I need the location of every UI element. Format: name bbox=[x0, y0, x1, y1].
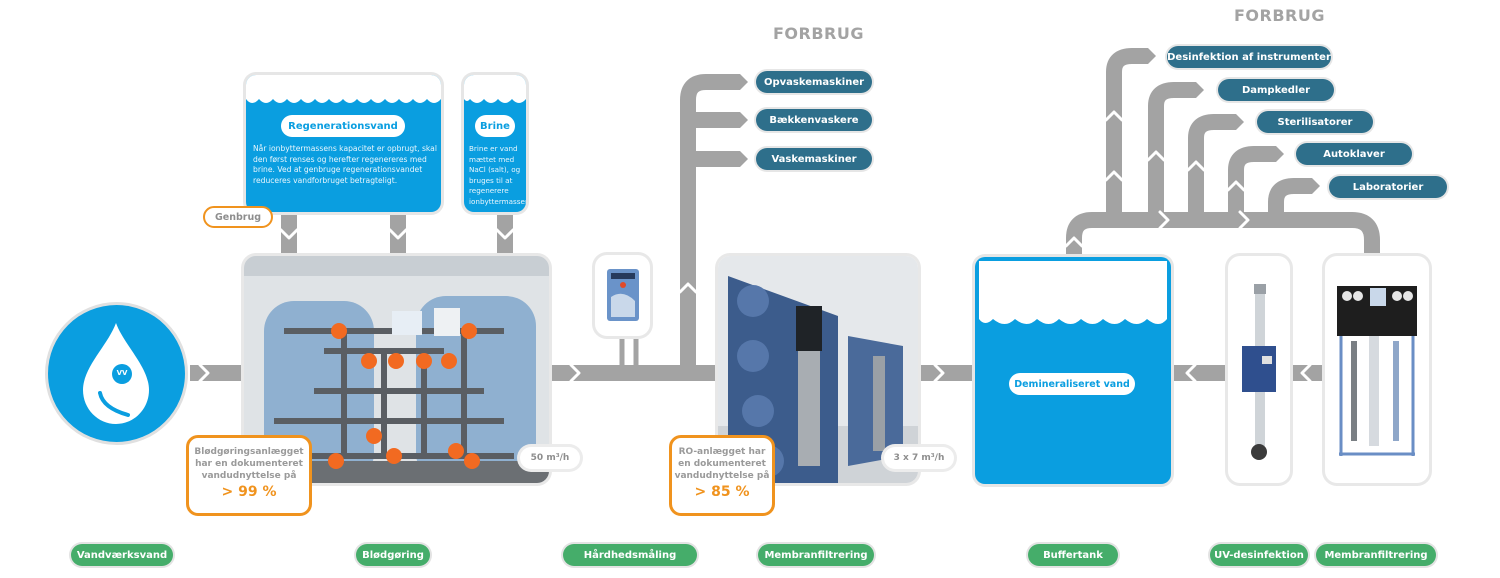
flow-chevron-icon bbox=[1226, 180, 1246, 192]
flow-chevron-icon bbox=[1238, 210, 1250, 230]
pipe-tip bbox=[1312, 178, 1320, 194]
flow-chevron-icon bbox=[933, 363, 945, 383]
softening-callout-pct: > 99 % bbox=[221, 484, 277, 500]
consumer-vaskemaskiner[interactable]: Vaskemaskiner bbox=[756, 148, 872, 170]
wave-icon bbox=[979, 261, 1167, 324]
pipe-tip bbox=[1276, 146, 1284, 162]
flow-chevron-icon bbox=[388, 228, 408, 240]
riser-pipe-consumers-1 bbox=[680, 74, 740, 373]
uv-unit-image bbox=[1228, 256, 1290, 483]
regeneration-info-box: Regenerationsvand Når ionbyttermassens k… bbox=[246, 75, 441, 212]
ro-utilization-callout: RO-anlægget har en dokumenteret vandudny… bbox=[669, 435, 775, 516]
step-blodgoring[interactable]: Blødgøring bbox=[356, 544, 430, 566]
ro-unit-2-image bbox=[1325, 256, 1429, 483]
wave-icon bbox=[464, 75, 526, 103]
step-membranfiltrering-2[interactable]: Membranfiltrering bbox=[1316, 544, 1436, 566]
flow-chevron-icon bbox=[1064, 236, 1084, 248]
ro-callout-text: RO-anlægget har en dokumenteret vandudny… bbox=[674, 447, 770, 481]
flow-chevron-icon bbox=[1104, 110, 1124, 122]
consumer-desinfektion[interactable]: Desinfektion af instrumenter bbox=[1167, 46, 1331, 68]
uv-unit-photo bbox=[1242, 284, 1276, 460]
source-circle: VV bbox=[48, 305, 185, 442]
regeneration-text: Når ionbyttermassens kapacitet er opbrug… bbox=[253, 144, 437, 185]
consumer-opvaskemaskiner[interactable]: Opvaskemaskiner bbox=[756, 71, 872, 93]
pipe-tip bbox=[1148, 48, 1156, 64]
brine-title: Brine bbox=[475, 115, 515, 137]
flow-chevron-icon bbox=[569, 363, 581, 383]
flow-chevron-icon bbox=[495, 228, 515, 240]
softening-utilization-callout: Blødgøringsanlægget har en dokumenteret … bbox=[186, 435, 312, 516]
softening-callout-text: Blødgøringsanlægget har en dokumenteret … bbox=[194, 447, 304, 481]
step-hardhedsmaling[interactable]: Hårdhedsmåling bbox=[563, 544, 697, 566]
pipe-tip bbox=[740, 151, 748, 167]
pipe-tip bbox=[740, 74, 748, 90]
flow-chevron-icon bbox=[1158, 210, 1170, 230]
buffer-tank-label: Demineraliseret vand bbox=[1009, 373, 1135, 395]
consumer-baekkenvaskere[interactable]: Bækkenvaskere bbox=[756, 109, 872, 131]
pipe-tip bbox=[1236, 114, 1244, 130]
step-vandvaerksvand[interactable]: Vandværksvand bbox=[71, 544, 173, 566]
flow-chevron-icon bbox=[279, 228, 299, 240]
regeneration-title: Regenerationsvand bbox=[281, 115, 405, 137]
flow-chevron-icon bbox=[1186, 160, 1206, 172]
flow-chevron-icon bbox=[198, 363, 210, 383]
ro-unit-2-photo bbox=[1337, 286, 1417, 456]
consumer-dampkedler[interactable]: Dampkedler bbox=[1218, 79, 1334, 101]
manifold-pipe bbox=[1066, 212, 1380, 258]
softening-plant-image bbox=[244, 256, 549, 483]
consumption-heading-2: FORBRUG bbox=[1234, 6, 1325, 25]
softening-rate-badge: 50 m³/h bbox=[520, 447, 580, 469]
flow-chevron-icon bbox=[1300, 363, 1312, 383]
flow-chevron-icon bbox=[678, 282, 698, 294]
buffer-tank: Demineraliseret vand bbox=[975, 257, 1171, 484]
flow-chevron-icon bbox=[1185, 363, 1197, 383]
genbrug-label: Genbrug bbox=[203, 206, 273, 228]
pipe-tip bbox=[740, 112, 748, 128]
flow-chevron-icon bbox=[1146, 150, 1166, 162]
consumption-heading-1: FORBRUG bbox=[773, 24, 864, 43]
flow-chevron-icon bbox=[1104, 170, 1124, 182]
water-drop-icon bbox=[83, 323, 149, 424]
riser-pipe-dampkedler bbox=[1148, 82, 1196, 220]
hardness-meter-image bbox=[595, 255, 650, 336]
source-badge: VV bbox=[116, 369, 128, 377]
riser-pipe-autoklaver bbox=[1228, 146, 1276, 220]
step-membranfiltrering-1[interactable]: Membranfiltrering bbox=[758, 544, 874, 566]
pipe-tip bbox=[1196, 82, 1204, 98]
brine-info-box: Brine Brine er vand mættet med NaCl (sal… bbox=[464, 75, 526, 212]
wave-icon bbox=[246, 75, 441, 103]
consumer-autoklaver[interactable]: Autoklaver bbox=[1296, 143, 1412, 165]
consumer-sterilisatorer[interactable]: Sterilisatorer bbox=[1257, 111, 1373, 133]
riser-pipe-desinfektion bbox=[1106, 48, 1148, 220]
riser-pipe-laboratorier bbox=[1268, 178, 1312, 220]
hardness-meter-photo bbox=[607, 269, 639, 321]
riser-pipe-sterilisatorer bbox=[1188, 114, 1236, 220]
step-uv-desinfektion[interactable]: UV-desinfektion bbox=[1210, 544, 1308, 566]
ro-rate-badge: 3 x 7 m³/h bbox=[884, 447, 954, 469]
ro-callout-pct: > 85 % bbox=[694, 484, 750, 500]
step-buffertank[interactable]: Buffertank bbox=[1028, 544, 1118, 566]
brine-text: Brine er vand mættet med NaCl (salt), og… bbox=[469, 144, 526, 206]
consumer-laboratorier[interactable]: Laboratorier bbox=[1329, 176, 1447, 198]
